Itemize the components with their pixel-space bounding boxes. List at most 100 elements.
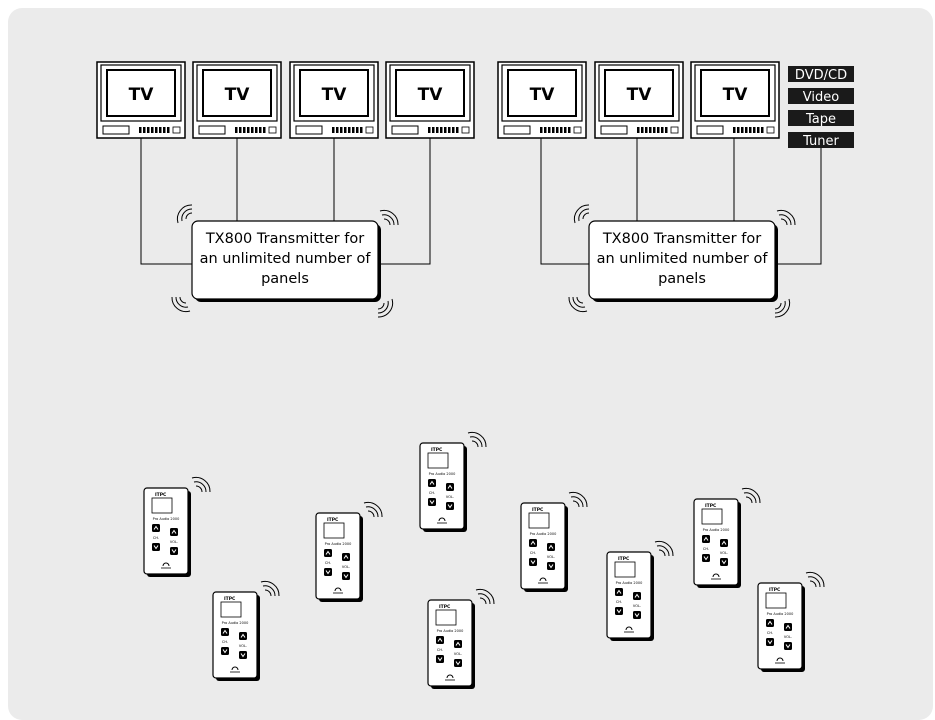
volume-down-button [720, 558, 728, 566]
chevron-down-icon [548, 564, 554, 569]
chevron-down-icon [616, 609, 622, 614]
chevron-up-icon [785, 624, 791, 629]
tv-control-key [155, 127, 158, 133]
tv-control-key [737, 127, 740, 133]
channel-label: CH. [616, 600, 622, 604]
volume-up-button [454, 640, 462, 648]
tv-slot [600, 125, 628, 135]
tv-power-key [766, 126, 775, 134]
tv-control-key [247, 127, 250, 133]
receiver-brand: ITPC [439, 604, 451, 610]
chevron-up-icon [455, 641, 461, 646]
source-label: Tuner [802, 134, 839, 149]
wiring [140, 138, 822, 265]
volume-label: VOL. [446, 495, 454, 499]
tv-label: TV [627, 85, 653, 105]
tv-control-key [560, 127, 563, 133]
headphone-icon [438, 517, 446, 522]
chevron-down-icon [767, 640, 773, 645]
tv-control-key [352, 127, 355, 133]
tv-control-key [448, 127, 451, 133]
receiver-model: Pro Audio 2000 [325, 542, 352, 546]
channel-down-button [436, 655, 444, 663]
headphone-icon [231, 666, 239, 671]
tv-screen [507, 69, 577, 117]
receiver-brand: ITPC [532, 507, 544, 513]
channel-down-button [766, 638, 774, 646]
tv-control-key [159, 127, 162, 133]
tv-power-key [268, 126, 277, 134]
source-badge [788, 132, 854, 148]
tv-set: TV [690, 61, 780, 139]
tv-control-strip [139, 127, 170, 133]
tv-power-key [172, 126, 181, 134]
receiver-model: Pro Audio 2000 [767, 612, 794, 616]
headphone-icon [162, 562, 170, 567]
tv-control-key [432, 127, 435, 133]
volume-label: VOL. [239, 644, 247, 648]
tv-set: TV [385, 61, 475, 139]
tv-control-key [356, 127, 359, 133]
volume-up-button [720, 539, 728, 547]
tv-control-key [235, 127, 238, 133]
tv-control-key [360, 127, 363, 133]
chevron-down-icon [153, 545, 159, 550]
tv-power-key [573, 126, 582, 134]
wire [540, 138, 590, 265]
source-label: Tape [805, 112, 836, 127]
tv-control-key [657, 127, 660, 133]
volume-label: VOL. [784, 635, 792, 639]
receiver-brand: ITPC [327, 517, 339, 523]
tv-slot [102, 125, 130, 135]
tv-control-key [568, 127, 571, 133]
transmitter-text-line: an unlimited number of [200, 251, 372, 267]
source-label: DVD/CD [795, 68, 847, 83]
channel-down-button [152, 543, 160, 551]
volume-down-button [342, 572, 350, 580]
chevron-down-icon [703, 556, 709, 561]
tv-control-strip [733, 127, 764, 133]
receiver-display [435, 609, 457, 626]
tv-control-key [255, 127, 258, 133]
tv-control-key [143, 127, 146, 133]
tv-control-key [645, 127, 648, 133]
tv-control-strip [332, 127, 363, 133]
volume-down-button [454, 659, 462, 667]
transmitter-text-line: an unlimited number of [597, 251, 769, 267]
receiver-display [323, 522, 345, 539]
receiver-brand: ITPC [705, 503, 717, 509]
channel-label: CH. [325, 561, 331, 565]
tv-control-key [741, 127, 744, 133]
headphone-icon [712, 573, 720, 578]
channel-label: CH. [153, 536, 159, 540]
volume-up-button [784, 623, 792, 631]
tv-control-key [745, 127, 748, 133]
tv-control-key [440, 127, 443, 133]
wire [140, 138, 194, 265]
channel-label: CH. [429, 491, 435, 495]
chevron-down-icon [325, 570, 331, 575]
tv-control-strip [428, 127, 459, 133]
tv-label: TV [322, 85, 348, 105]
tv-control-strip [540, 127, 571, 133]
tv-control-key [564, 127, 567, 133]
headphone-icon [776, 657, 784, 662]
chevron-up-icon [437, 637, 443, 642]
tv-control-key [749, 127, 752, 133]
channel-up-button [428, 479, 436, 487]
tv-control-key [649, 127, 652, 133]
receiver-brand: ITPC [155, 492, 167, 498]
volume-up-button [446, 483, 454, 491]
headphone-icon [539, 577, 547, 582]
channel-up-button [615, 588, 623, 596]
chevron-up-icon [530, 540, 536, 545]
tv-control-key [661, 127, 664, 133]
channel-label: CH. [530, 551, 536, 555]
chevron-up-icon [153, 525, 159, 530]
volume-down-button [170, 547, 178, 555]
chevron-up-icon [429, 480, 435, 485]
receiver-model: Pro Audio 2000 [222, 621, 249, 625]
